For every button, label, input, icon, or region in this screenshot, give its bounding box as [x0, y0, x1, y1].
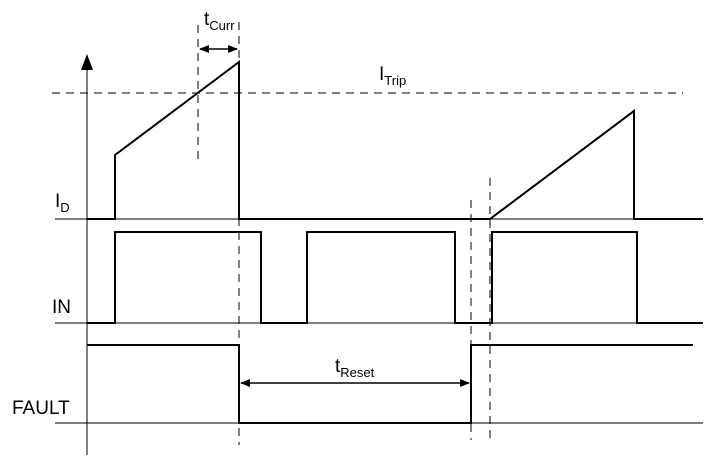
fault-label: FAULT [12, 398, 70, 419]
treset-label: tReset [335, 356, 375, 380]
id-label: ID [55, 191, 70, 215]
axis-arrowhead [81, 54, 93, 70]
itrip-label: ITrip [379, 64, 406, 88]
fault-waveform [87, 344, 693, 424]
tcurr-label: tCurr [204, 9, 235, 33]
in-label: IN [52, 297, 71, 318]
id-waveform [87, 60, 703, 220]
in-waveform [87, 231, 703, 324]
